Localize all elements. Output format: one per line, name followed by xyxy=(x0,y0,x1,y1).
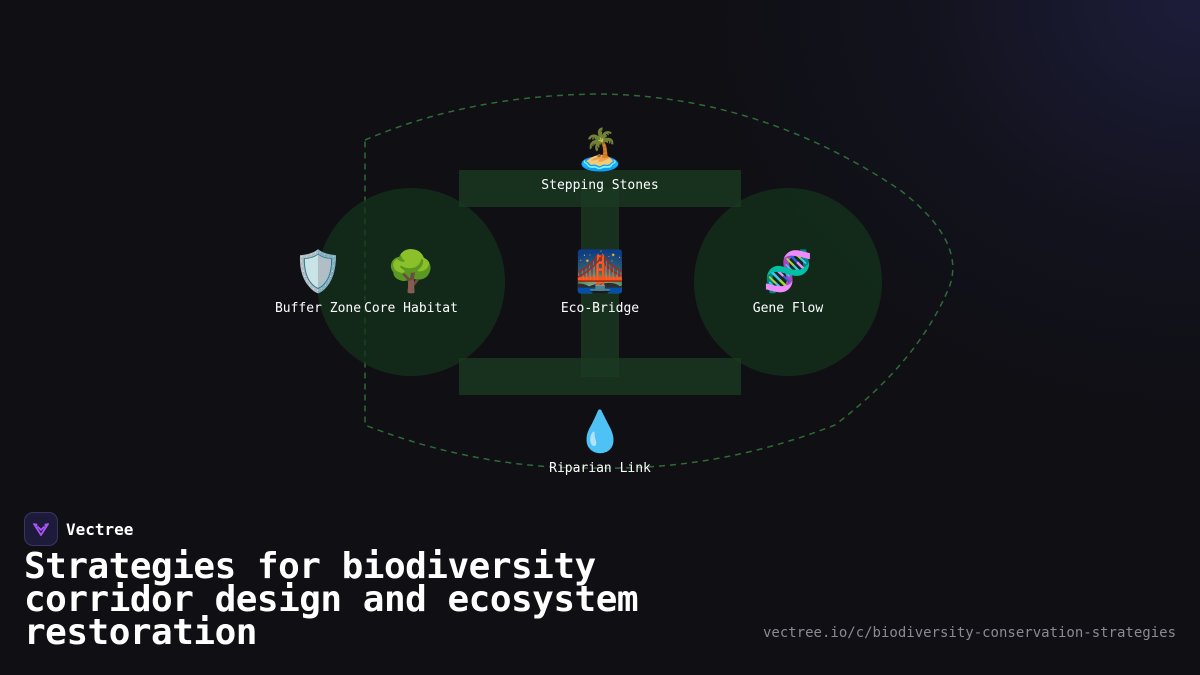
node-riparian-link: 💧 Riparian Link xyxy=(549,408,651,476)
bottom-corridor-bar xyxy=(459,358,741,395)
node-label-core-habitat: Core Habitat xyxy=(364,301,458,316)
bridge-icon: 🌉 xyxy=(575,248,625,295)
water-drop-icon: 💧 xyxy=(575,408,625,455)
center-corridor-bar xyxy=(581,188,619,377)
node-eco-bridge: 🌉 Eco-Bridge xyxy=(561,248,639,316)
island-icon: 🏝️ xyxy=(575,126,625,173)
corridor-boundary xyxy=(364,93,954,469)
node-gene-flow: 🧬 Gene Flow xyxy=(753,247,824,316)
node-buffer-zone: 🛡️ Buffer Zone xyxy=(275,248,361,316)
brand-name: Vectree xyxy=(66,519,134,539)
vectree-logo-glyph xyxy=(33,523,49,536)
node-label-stepping-stones: Stepping Stones xyxy=(541,178,658,193)
page-title: Strategies for biodiversity corridor des… xyxy=(24,546,639,653)
node-label-gene-flow: Gene Flow xyxy=(753,301,824,316)
node-label-eco-bridge: Eco-Bridge xyxy=(561,301,639,316)
shield-icon: 🛡️ xyxy=(293,248,343,295)
core-habitat-zone xyxy=(317,188,505,376)
node-label-buffer-zone: Buffer Zone xyxy=(275,301,361,316)
tree-icon: 🌳 xyxy=(386,247,436,295)
page-url: vectree.io/c/biodiversity-conservation-s… xyxy=(762,625,1176,641)
dna-icon: 🧬 xyxy=(763,247,813,295)
node-core-habitat: 🌳 Core Habitat xyxy=(364,247,458,316)
brand: Vectree xyxy=(24,512,133,546)
node-stepping-stones: 🏝️ Stepping Stones xyxy=(541,126,658,193)
gene-flow-zone xyxy=(694,188,882,376)
vectree-logo-icon xyxy=(24,512,58,546)
node-label-riparian-link: Riparian Link xyxy=(549,461,651,476)
